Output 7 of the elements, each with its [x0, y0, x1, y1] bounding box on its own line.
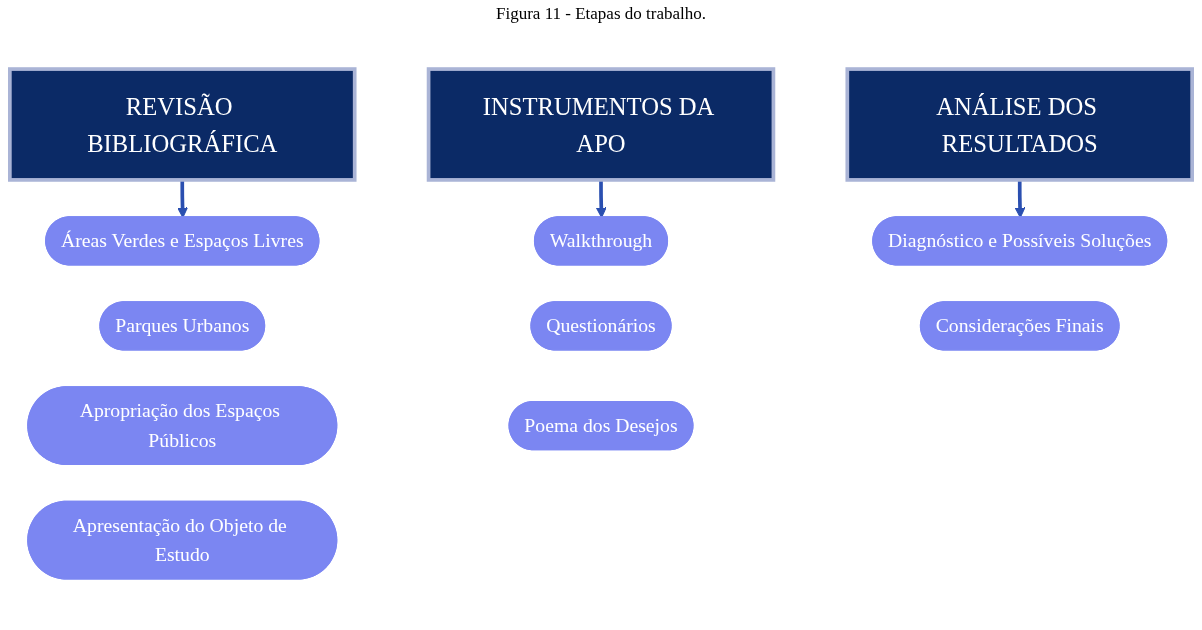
- figure-title: Figura 11 - Etapas do trabalho.: [495, 4, 707, 24]
- arrow: [177, 179, 188, 218]
- node-box: INSTRUMENTOS DA APO: [426, 67, 776, 182]
- node-box: REVISÃO BIBLIOGRÁFICA: [8, 67, 357, 182]
- node-box: ANÁLISE DOS RESULTADOS: [845, 67, 1194, 182]
- arrow: [1014, 179, 1026, 218]
- arrow: [595, 179, 607, 218]
